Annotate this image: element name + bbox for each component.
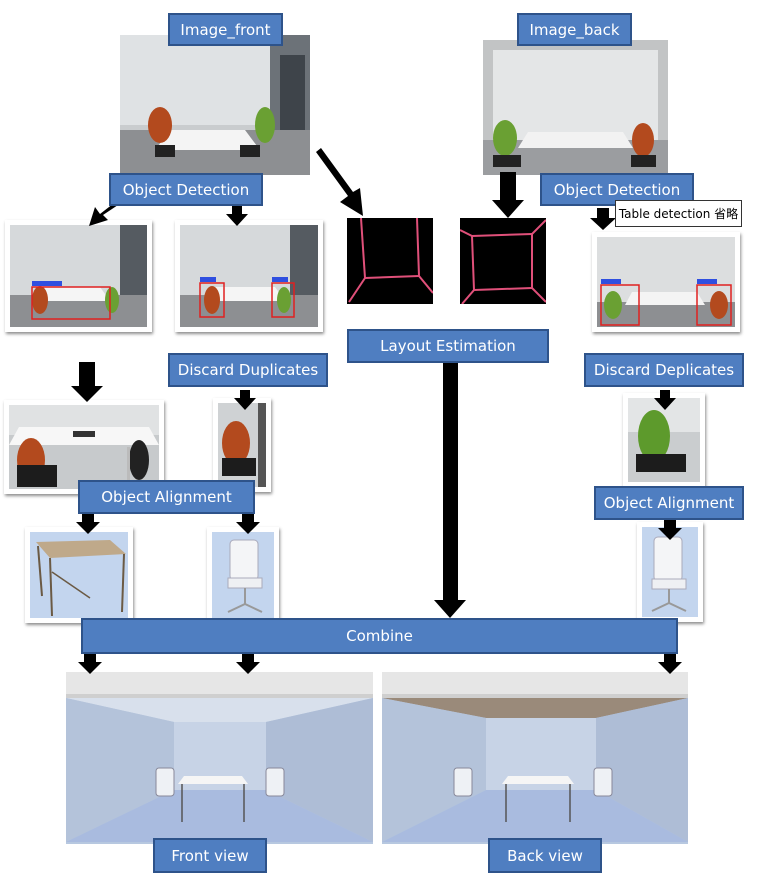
front-table-crop-card (4, 400, 164, 494)
back-view-render (382, 672, 688, 844)
back-view-label: Back view (488, 838, 602, 873)
object-alignment-back-label: Object Alignment (594, 486, 744, 520)
arrow-combine-mid (236, 654, 260, 674)
arrow-combine-left (78, 654, 102, 674)
back-room-photo (483, 40, 668, 175)
arrow-layout-to-combine (434, 362, 466, 618)
back-detection-card (592, 232, 740, 332)
front-detection-card-1 (5, 220, 152, 332)
arrow-to-table-crop (71, 362, 103, 402)
arrow-back-det (590, 208, 616, 230)
front-layout-map (347, 218, 433, 304)
front-room-photo (120, 35, 310, 175)
front-view-render (66, 672, 373, 844)
discard-duplicates-back-label: Discard Deplicates (584, 353, 744, 387)
combine-label: Combine (81, 618, 678, 654)
object-detection-front-label: Object Detection (109, 173, 263, 206)
layout-estimation-label: Layout Estimation (347, 329, 549, 363)
image-front-label: Image_front (168, 13, 283, 46)
table-detection-note: Table detection 省略 (615, 200, 742, 227)
object-alignment-front-label: Object Alignment (78, 480, 255, 514)
front-view-label: Front view (153, 838, 267, 873)
arrow-front-to-layout (316, 148, 363, 216)
table-model-card (25, 527, 133, 623)
front-detection-card-2 (175, 220, 323, 332)
front-chair-crop-card (213, 398, 271, 492)
image-back-label: Image_back (517, 13, 632, 46)
back-chair-model-card (637, 522, 703, 622)
arrow-back-to-layout (492, 172, 524, 218)
arrow-combine-right (658, 654, 682, 674)
back-layout-map (460, 218, 546, 304)
front-chair-model-card (207, 527, 279, 623)
discard-duplicates-front-label: Discard Duplicates (168, 353, 328, 387)
back-chair-crop-card (623, 393, 705, 487)
